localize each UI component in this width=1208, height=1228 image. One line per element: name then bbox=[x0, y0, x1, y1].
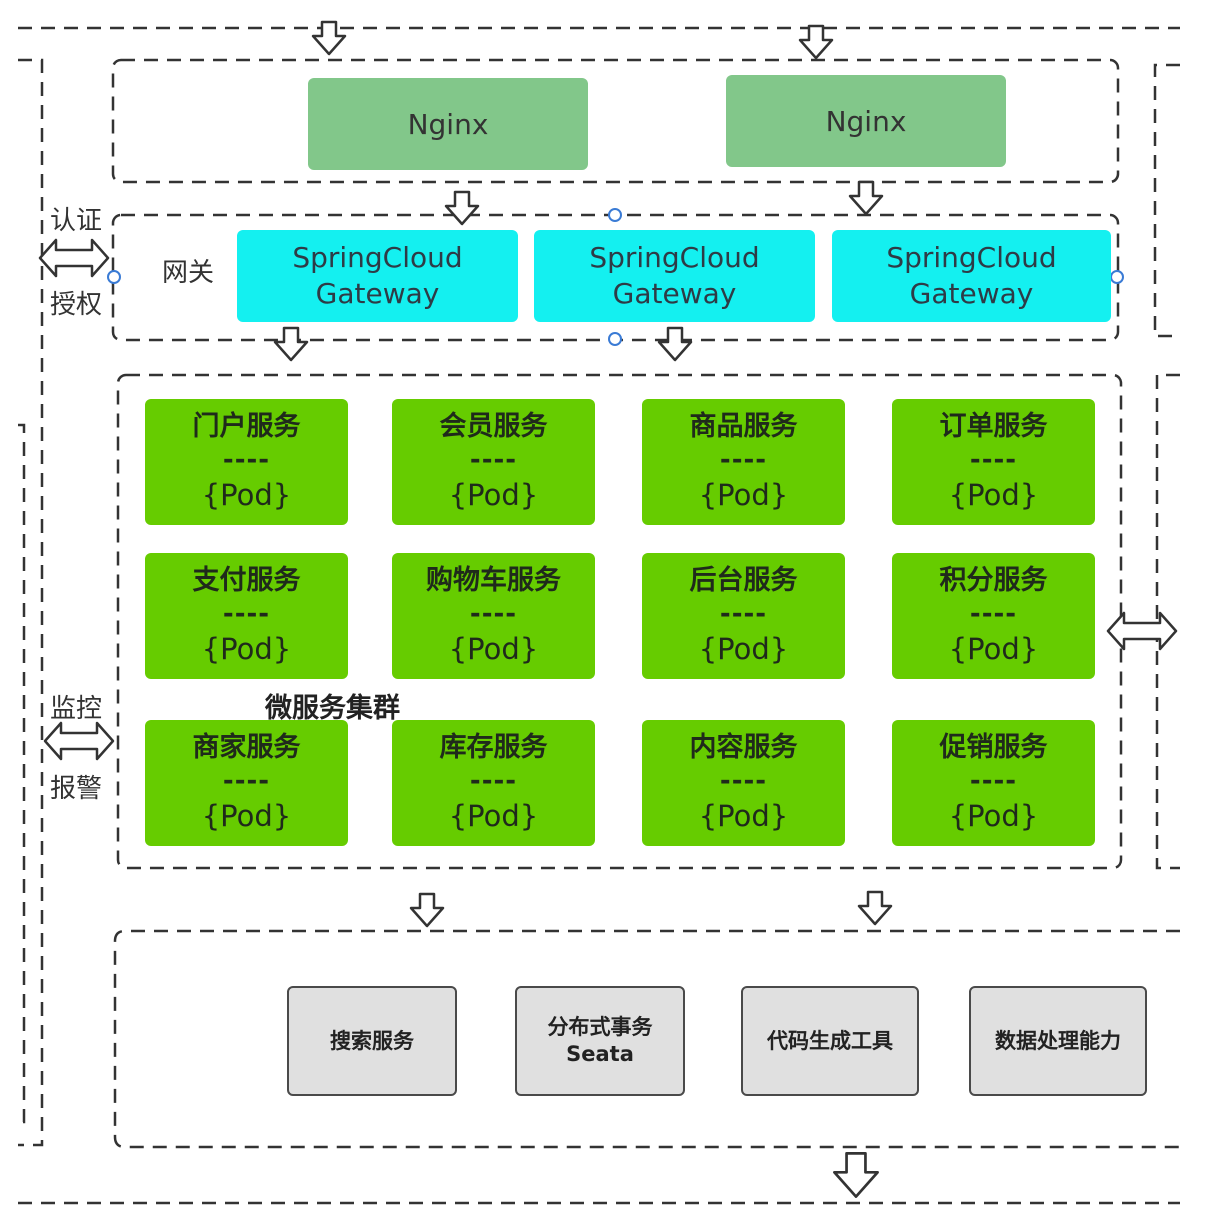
tool-label-sub: Seata bbox=[566, 1042, 634, 1066]
nginx-group bbox=[111, 58, 1120, 184]
service-separator: ---- bbox=[222, 599, 271, 629]
gateway-node: SpringCloud Gateway bbox=[832, 230, 1111, 322]
service-pod: 商品服务 ---- {Pod} bbox=[642, 399, 845, 525]
pod-label: {Pod} bbox=[448, 799, 539, 833]
service-pod: 后台服务 ---- {Pod} bbox=[642, 553, 845, 679]
service-pod: 内容服务 ---- {Pod} bbox=[642, 720, 845, 846]
service-pod: 购物车服务 ---- {Pod} bbox=[392, 553, 595, 679]
cluster-label: 微服务集群 bbox=[265, 693, 400, 724]
tool-label: 搜索服务 bbox=[330, 1028, 414, 1053]
tool-label: 分布式事务 bbox=[547, 1015, 653, 1039]
pod-label: {Pod} bbox=[948, 799, 1039, 833]
service-name: 促销服务 bbox=[939, 732, 1048, 763]
service-name: 后台服务 bbox=[689, 565, 798, 596]
pod-label: {Pod} bbox=[448, 632, 539, 666]
service-name: 商家服务 bbox=[192, 732, 301, 763]
pod-label: {Pod} bbox=[201, 632, 292, 666]
arrow-down bbox=[444, 190, 480, 226]
pod-label: {Pod} bbox=[448, 478, 539, 512]
gateway-node: SpringCloud Gateway bbox=[534, 230, 815, 322]
gateway-line1: SpringCloud bbox=[292, 241, 463, 274]
monitor-double-arrow bbox=[43, 721, 115, 761]
service-pod: 库存服务 ---- {Pod} bbox=[392, 720, 595, 846]
pod-label: {Pod} bbox=[698, 478, 789, 512]
pod-label: {Pod} bbox=[948, 632, 1039, 666]
monitor-label-bottom: 报警 bbox=[50, 774, 103, 804]
auth-double-arrow bbox=[38, 238, 110, 278]
nginx-label: Nginx bbox=[825, 104, 907, 138]
service-name: 库存服务 bbox=[439, 732, 548, 763]
service-pod: 订单服务 ---- {Pod} bbox=[892, 399, 1095, 525]
pod-label: {Pod} bbox=[698, 799, 789, 833]
service-name: 门户服务 bbox=[192, 411, 301, 442]
gateway-line2: Gateway bbox=[612, 277, 737, 310]
service-separator: ---- bbox=[719, 766, 768, 796]
gateway-line2: Gateway bbox=[909, 277, 1034, 310]
tool-node: 数据处理能力 bbox=[969, 986, 1147, 1096]
arrow-down bbox=[833, 1152, 879, 1198]
service-name: 商品服务 bbox=[689, 411, 798, 442]
service-separator: ---- bbox=[719, 599, 768, 629]
service-separator: ---- bbox=[469, 766, 518, 796]
arrow-down bbox=[409, 892, 445, 928]
gateway-node: SpringCloud Gateway bbox=[237, 230, 518, 322]
service-pod: 会员服务 ---- {Pod} bbox=[392, 399, 595, 525]
gateway-line1: SpringCloud bbox=[589, 241, 760, 274]
service-separator: ---- bbox=[969, 445, 1018, 475]
flow-arrows bbox=[38, 20, 1178, 1198]
auth-label-top: 认证 bbox=[50, 206, 103, 236]
tool-node: 搜索服务 bbox=[287, 986, 457, 1096]
right-double-arrow bbox=[1106, 611, 1178, 651]
service-separator: ---- bbox=[222, 445, 271, 475]
service-separator: ---- bbox=[969, 599, 1018, 629]
arrow-down bbox=[657, 326, 693, 362]
tools-group bbox=[113, 929, 1180, 1149]
tool-label: 代码生成工具 bbox=[767, 1028, 893, 1053]
service-pod: 积分服务 ---- {Pod} bbox=[892, 553, 1095, 679]
service-name: 订单服务 bbox=[939, 411, 1048, 442]
pod-label: {Pod} bbox=[201, 799, 292, 833]
tool-node: 分布式事务 Seata bbox=[515, 986, 685, 1096]
nginx-node: Nginx bbox=[726, 75, 1006, 167]
pod-label: {Pod} bbox=[948, 478, 1039, 512]
service-separator: ---- bbox=[469, 599, 518, 629]
service-separator: ---- bbox=[222, 766, 271, 796]
tool-node: 代码生成工具 bbox=[741, 986, 919, 1096]
arrow-down bbox=[857, 890, 893, 926]
arrow-down bbox=[848, 180, 884, 216]
auth-label-bottom: 授权 bbox=[50, 290, 103, 320]
arrow-down bbox=[798, 24, 834, 60]
service-pod: 门户服务 ---- {Pod} bbox=[145, 399, 348, 525]
service-separator: ---- bbox=[469, 445, 518, 475]
pod-label: {Pod} bbox=[201, 478, 292, 512]
nginx-label: Nginx bbox=[407, 107, 489, 141]
nginx-node: Nginx bbox=[308, 78, 588, 170]
service-name: 支付服务 bbox=[192, 565, 301, 596]
service-name: 会员服务 bbox=[439, 411, 548, 442]
service-separator: ---- bbox=[969, 766, 1018, 796]
selection-handles bbox=[107, 208, 1124, 346]
outer-frame bbox=[18, 26, 1180, 1205]
arrow-down bbox=[273, 326, 309, 362]
cluster-group bbox=[116, 373, 1123, 870]
service-name: 积分服务 bbox=[939, 565, 1048, 596]
service-separator: ---- bbox=[719, 445, 768, 475]
tool-label: 数据处理能力 bbox=[995, 1028, 1121, 1053]
monitor-label-top: 监控 bbox=[50, 694, 103, 724]
service-name: 内容服务 bbox=[689, 732, 798, 763]
gateway-line2: Gateway bbox=[315, 277, 440, 310]
service-name: 购物车服务 bbox=[426, 565, 561, 596]
service-pod: 促销服务 ---- {Pod} bbox=[892, 720, 1095, 846]
pod-label: {Pod} bbox=[698, 632, 789, 666]
gateway-label: 网关 bbox=[162, 258, 215, 288]
service-pod: 支付服务 ---- {Pod} bbox=[145, 553, 348, 679]
gateway-line1: SpringCloud bbox=[886, 241, 1057, 274]
service-pod: 商家服务 ---- {Pod} bbox=[145, 720, 348, 846]
